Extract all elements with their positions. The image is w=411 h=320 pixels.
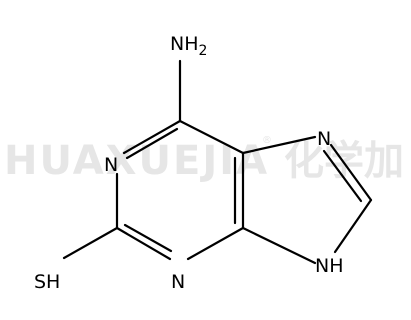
atom-label-n7: N [317, 128, 331, 150]
watermark-registered-mark: ® [262, 135, 272, 146]
amino-symbol: NH [170, 33, 199, 55]
bond-c6-n1-second [125, 127, 179, 160]
bond-c5-n7 [241, 135, 317, 155]
bond-c8-n9 [333, 198, 373, 254]
bond-n9-c4 [241, 226, 317, 265]
bond-c5-c6 [178, 119, 245, 155]
bond-c6-n1 [122, 119, 182, 155]
atom-label-nh9: NH [315, 255, 344, 277]
atom-label-sh: SH [34, 271, 60, 293]
bond-n7-c8 [329, 143, 373, 202]
atom-label-n3: N [171, 271, 185, 293]
bond-n7-c8-second [322, 149, 363, 203]
bond-n3-c4 [186, 226, 245, 261]
atom-labels: NH2 N N N NH SH [34, 33, 344, 293]
bonds [62, 59, 373, 265]
bond-c2-sh [62, 226, 119, 260]
amino-subscript: 2 [199, 43, 208, 59]
bond-c2-n3-second [123, 223, 173, 253]
atom-label-n1: N [104, 154, 118, 176]
bond-c2-n3 [115, 226, 172, 261]
atom-label-amino: NH2 [170, 33, 207, 59]
